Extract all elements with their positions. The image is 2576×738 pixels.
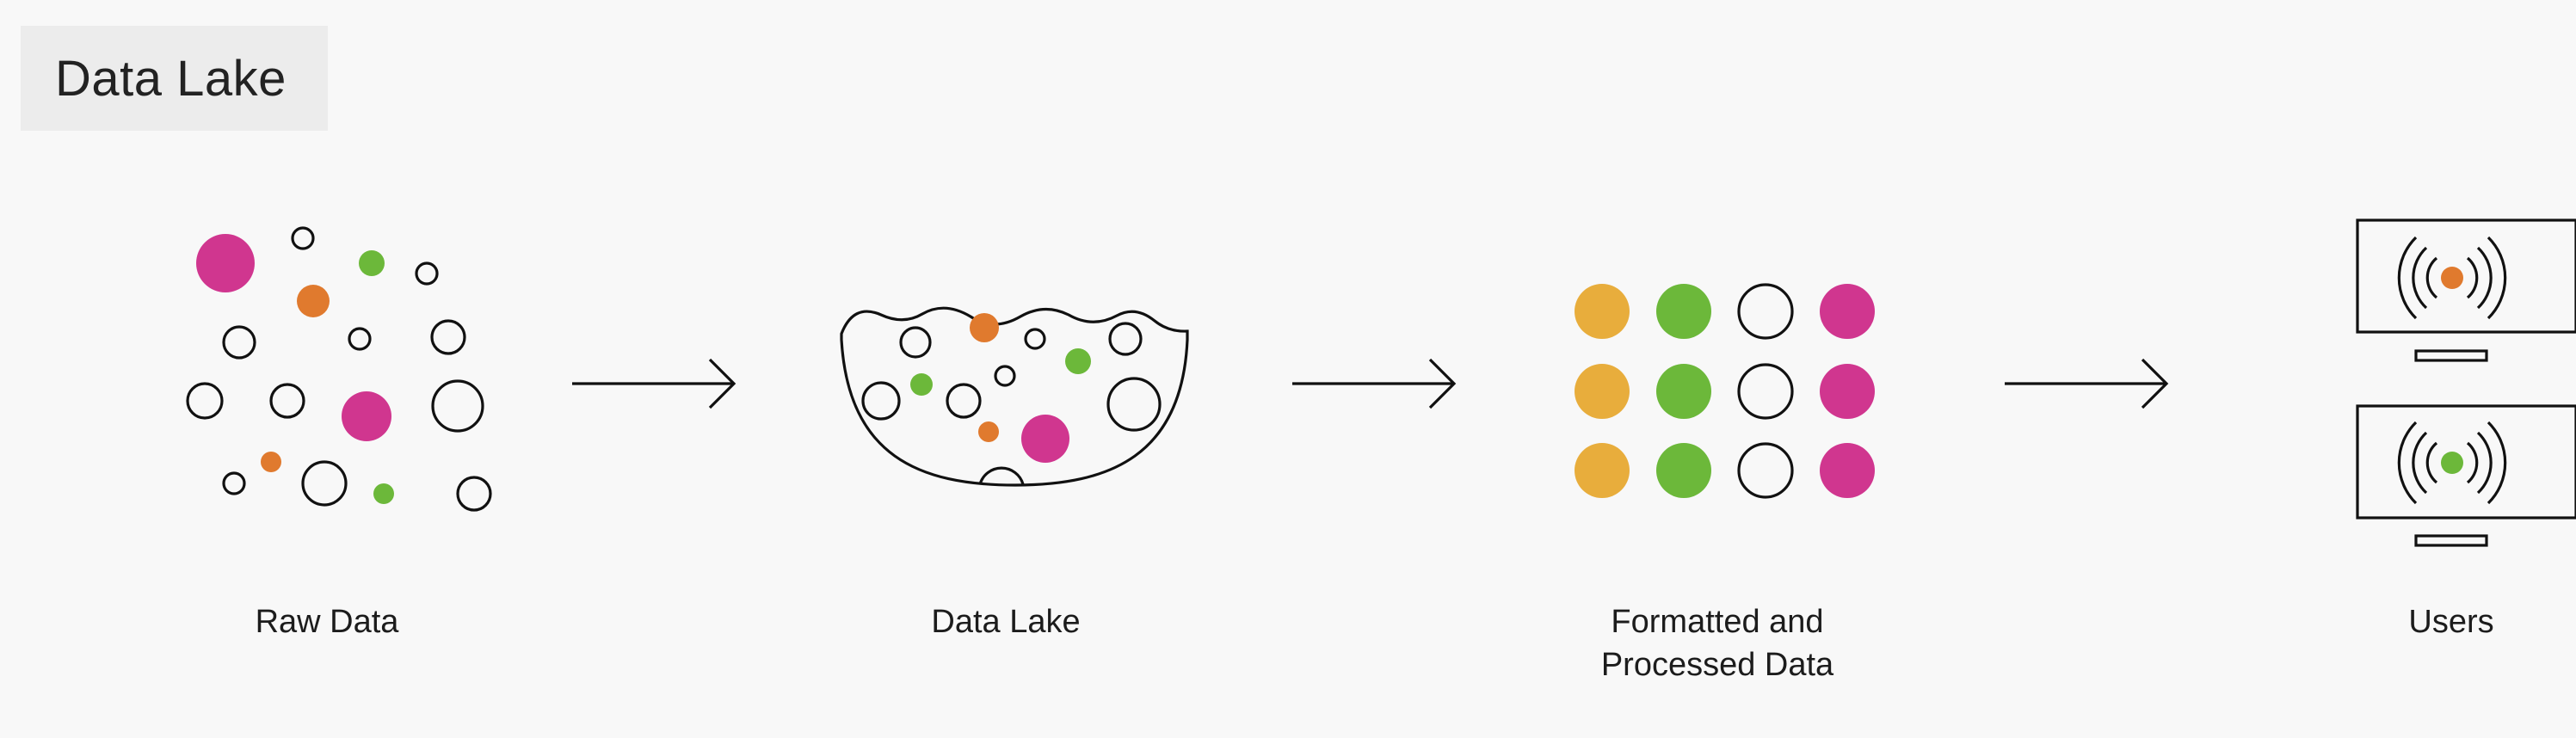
- formatted-label-line1: Formatted and: [1611, 604, 1824, 640]
- page-title: Data Lake: [21, 26, 328, 131]
- users-label: Users: [2408, 604, 2494, 640]
- data-lake-label: Data Lake: [931, 604, 1081, 640]
- user-monitor-icon: [2356, 404, 2576, 547]
- formatted-label-line2: Processed Data: [1600, 647, 1834, 683]
- lake-bowl-icon: [840, 306, 1189, 487]
- arrow-right-icon: [572, 358, 736, 409]
- raw-data-label: Raw Data: [255, 604, 399, 640]
- arrow-right-icon: [2005, 358, 2169, 409]
- formatted-data-label: Formatted and Processed Data: [1601, 600, 1833, 686]
- user-monitor-icon: [2356, 218, 2576, 362]
- raw-data-circles-icon: [186, 226, 492, 512]
- formatted-grid-icon: [1575, 283, 1875, 499]
- arrow-right-icon: [1292, 358, 1457, 409]
